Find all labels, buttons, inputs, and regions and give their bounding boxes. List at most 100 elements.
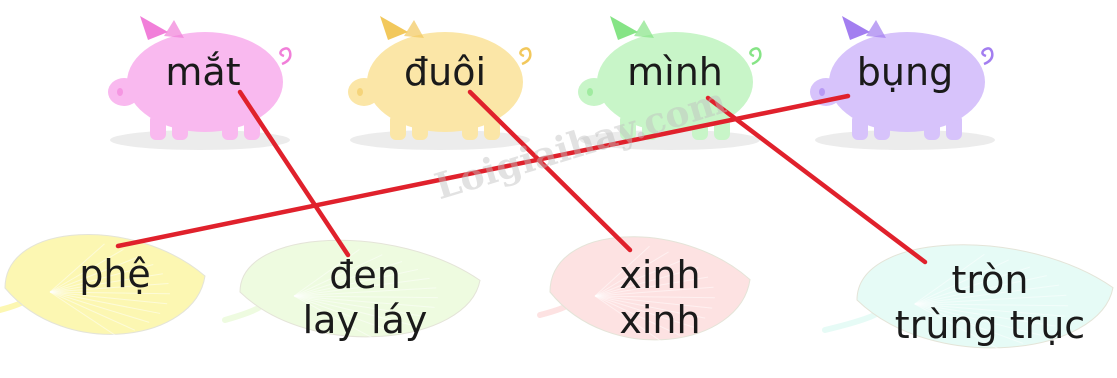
pig-tail <box>279 47 292 66</box>
leaf-blade <box>549 236 751 341</box>
leaf-vein <box>293 261 403 297</box>
pig-ear <box>404 20 424 38</box>
pig-ear <box>164 20 184 38</box>
leaf-vein <box>293 268 419 297</box>
pig-nostril <box>819 88 825 96</box>
pig-ear <box>634 20 654 38</box>
leaf-word-line: tròn <box>951 258 1029 302</box>
leaf-vein <box>293 249 360 297</box>
leaf-icon <box>537 236 751 343</box>
leaf-vein <box>594 295 715 299</box>
leaf-vein <box>594 295 713 309</box>
leaf-vein <box>594 258 686 297</box>
pig-ear <box>866 20 886 38</box>
leaf-vein <box>49 291 168 305</box>
pig-word-minh[interactable]: mình <box>627 50 723 94</box>
pig-snout <box>348 78 380 106</box>
leaf-word-tron-trung-truc[interactable]: tròn trùng trục <box>880 258 1100 348</box>
pig-ear <box>380 16 408 40</box>
leaf-vein <box>49 255 141 293</box>
pig-nostril <box>117 88 123 96</box>
leaf-vein <box>914 303 1069 307</box>
match-line-mat-den-lay-lay <box>237 89 351 258</box>
leaf-vein <box>914 259 1009 305</box>
leaf-vein <box>594 245 650 297</box>
leaf-icon <box>822 244 1114 351</box>
pig-tail <box>981 47 994 66</box>
pig-word-bung[interactable]: bụng <box>856 50 954 94</box>
leaf-vein <box>293 295 427 318</box>
pig-icon <box>578 16 762 140</box>
match-line-duoi-xinh-xinh <box>467 89 633 253</box>
pig-snout <box>108 78 140 106</box>
leaf-blade <box>4 234 206 335</box>
leaf-word-line: trùng trục <box>894 302 1086 347</box>
leaf-vein <box>49 291 170 295</box>
leaf-vein <box>49 283 169 293</box>
leaf-vein <box>49 291 150 323</box>
leaf-vein <box>49 291 118 338</box>
leaf-vein <box>914 284 1060 305</box>
pig-nostril <box>587 88 593 96</box>
pig-tail <box>519 47 532 66</box>
leaf-vein <box>594 276 708 297</box>
leaf-vein <box>594 295 681 336</box>
leaf-word-line: xinh <box>619 297 701 342</box>
pig-ear <box>140 16 168 40</box>
leaf-word-xinh-xinh[interactable]: xinh xinh <box>590 253 730 343</box>
leaf-vein <box>49 243 105 293</box>
leaf-word-line: xinh <box>619 253 701 297</box>
leaf-vein <box>293 277 430 297</box>
pig-snout <box>578 78 610 106</box>
leaf-vein <box>293 295 438 299</box>
leaf-vein <box>914 303 1065 317</box>
leaf-vein <box>914 303 1056 327</box>
leaf-vein <box>293 254 383 297</box>
leaf-icon <box>0 234 206 338</box>
leaf-vein <box>914 253 985 305</box>
leaf-vein <box>914 303 1042 336</box>
leaf-vein <box>293 295 435 308</box>
pig-word-duoi[interactable]: đuôi <box>403 50 486 94</box>
leaf-word-line: phệ <box>79 252 151 296</box>
leaf-word-den-lay-lay[interactable]: đen lay láy <box>280 253 450 343</box>
match-line-minh-tron-trung-truc <box>705 95 928 265</box>
pig-shadow <box>815 130 995 150</box>
leaf-vein <box>594 295 663 343</box>
pig-body <box>597 32 753 132</box>
leaf-vein <box>914 303 1002 351</box>
pig-nostril <box>357 88 363 96</box>
pig-ear <box>842 16 870 40</box>
leaf-word-line: lay láy <box>302 297 428 342</box>
leaf-vein <box>293 295 396 334</box>
leaf-vein <box>49 273 163 293</box>
leaf-blade <box>856 244 1114 349</box>
leaf-blade <box>239 239 481 338</box>
leaf-vein <box>293 295 414 326</box>
leaf-word-line: đen <box>329 253 401 297</box>
pig-body <box>829 32 985 132</box>
pig-body <box>127 32 283 132</box>
pig-shadow <box>110 130 290 150</box>
leaf-vein <box>594 295 695 328</box>
leaf-vein <box>914 303 1024 344</box>
leaf-vein <box>914 266 1030 305</box>
leaf-vein <box>293 295 376 340</box>
leaf-vein <box>49 291 136 331</box>
leaf-vein <box>49 264 154 293</box>
pig-icon <box>810 16 994 140</box>
leaf-word-phe[interactable]: phệ <box>55 252 175 297</box>
leaf-vein <box>914 294 1067 305</box>
leaf-vein <box>914 275 1047 305</box>
match-line-bung-phe <box>115 93 851 249</box>
leaf-vein <box>49 248 124 293</box>
leaf-vein <box>49 291 161 314</box>
leaf-vein <box>293 287 437 297</box>
pig-word-mat[interactable]: mắt <box>165 50 241 94</box>
pig-ear <box>610 16 638 40</box>
pig-tail <box>749 47 762 66</box>
pig-icon <box>108 16 292 140</box>
leaf-vein <box>594 286 714 297</box>
leaf-vein <box>594 267 699 297</box>
leaf-icon <box>222 239 481 340</box>
